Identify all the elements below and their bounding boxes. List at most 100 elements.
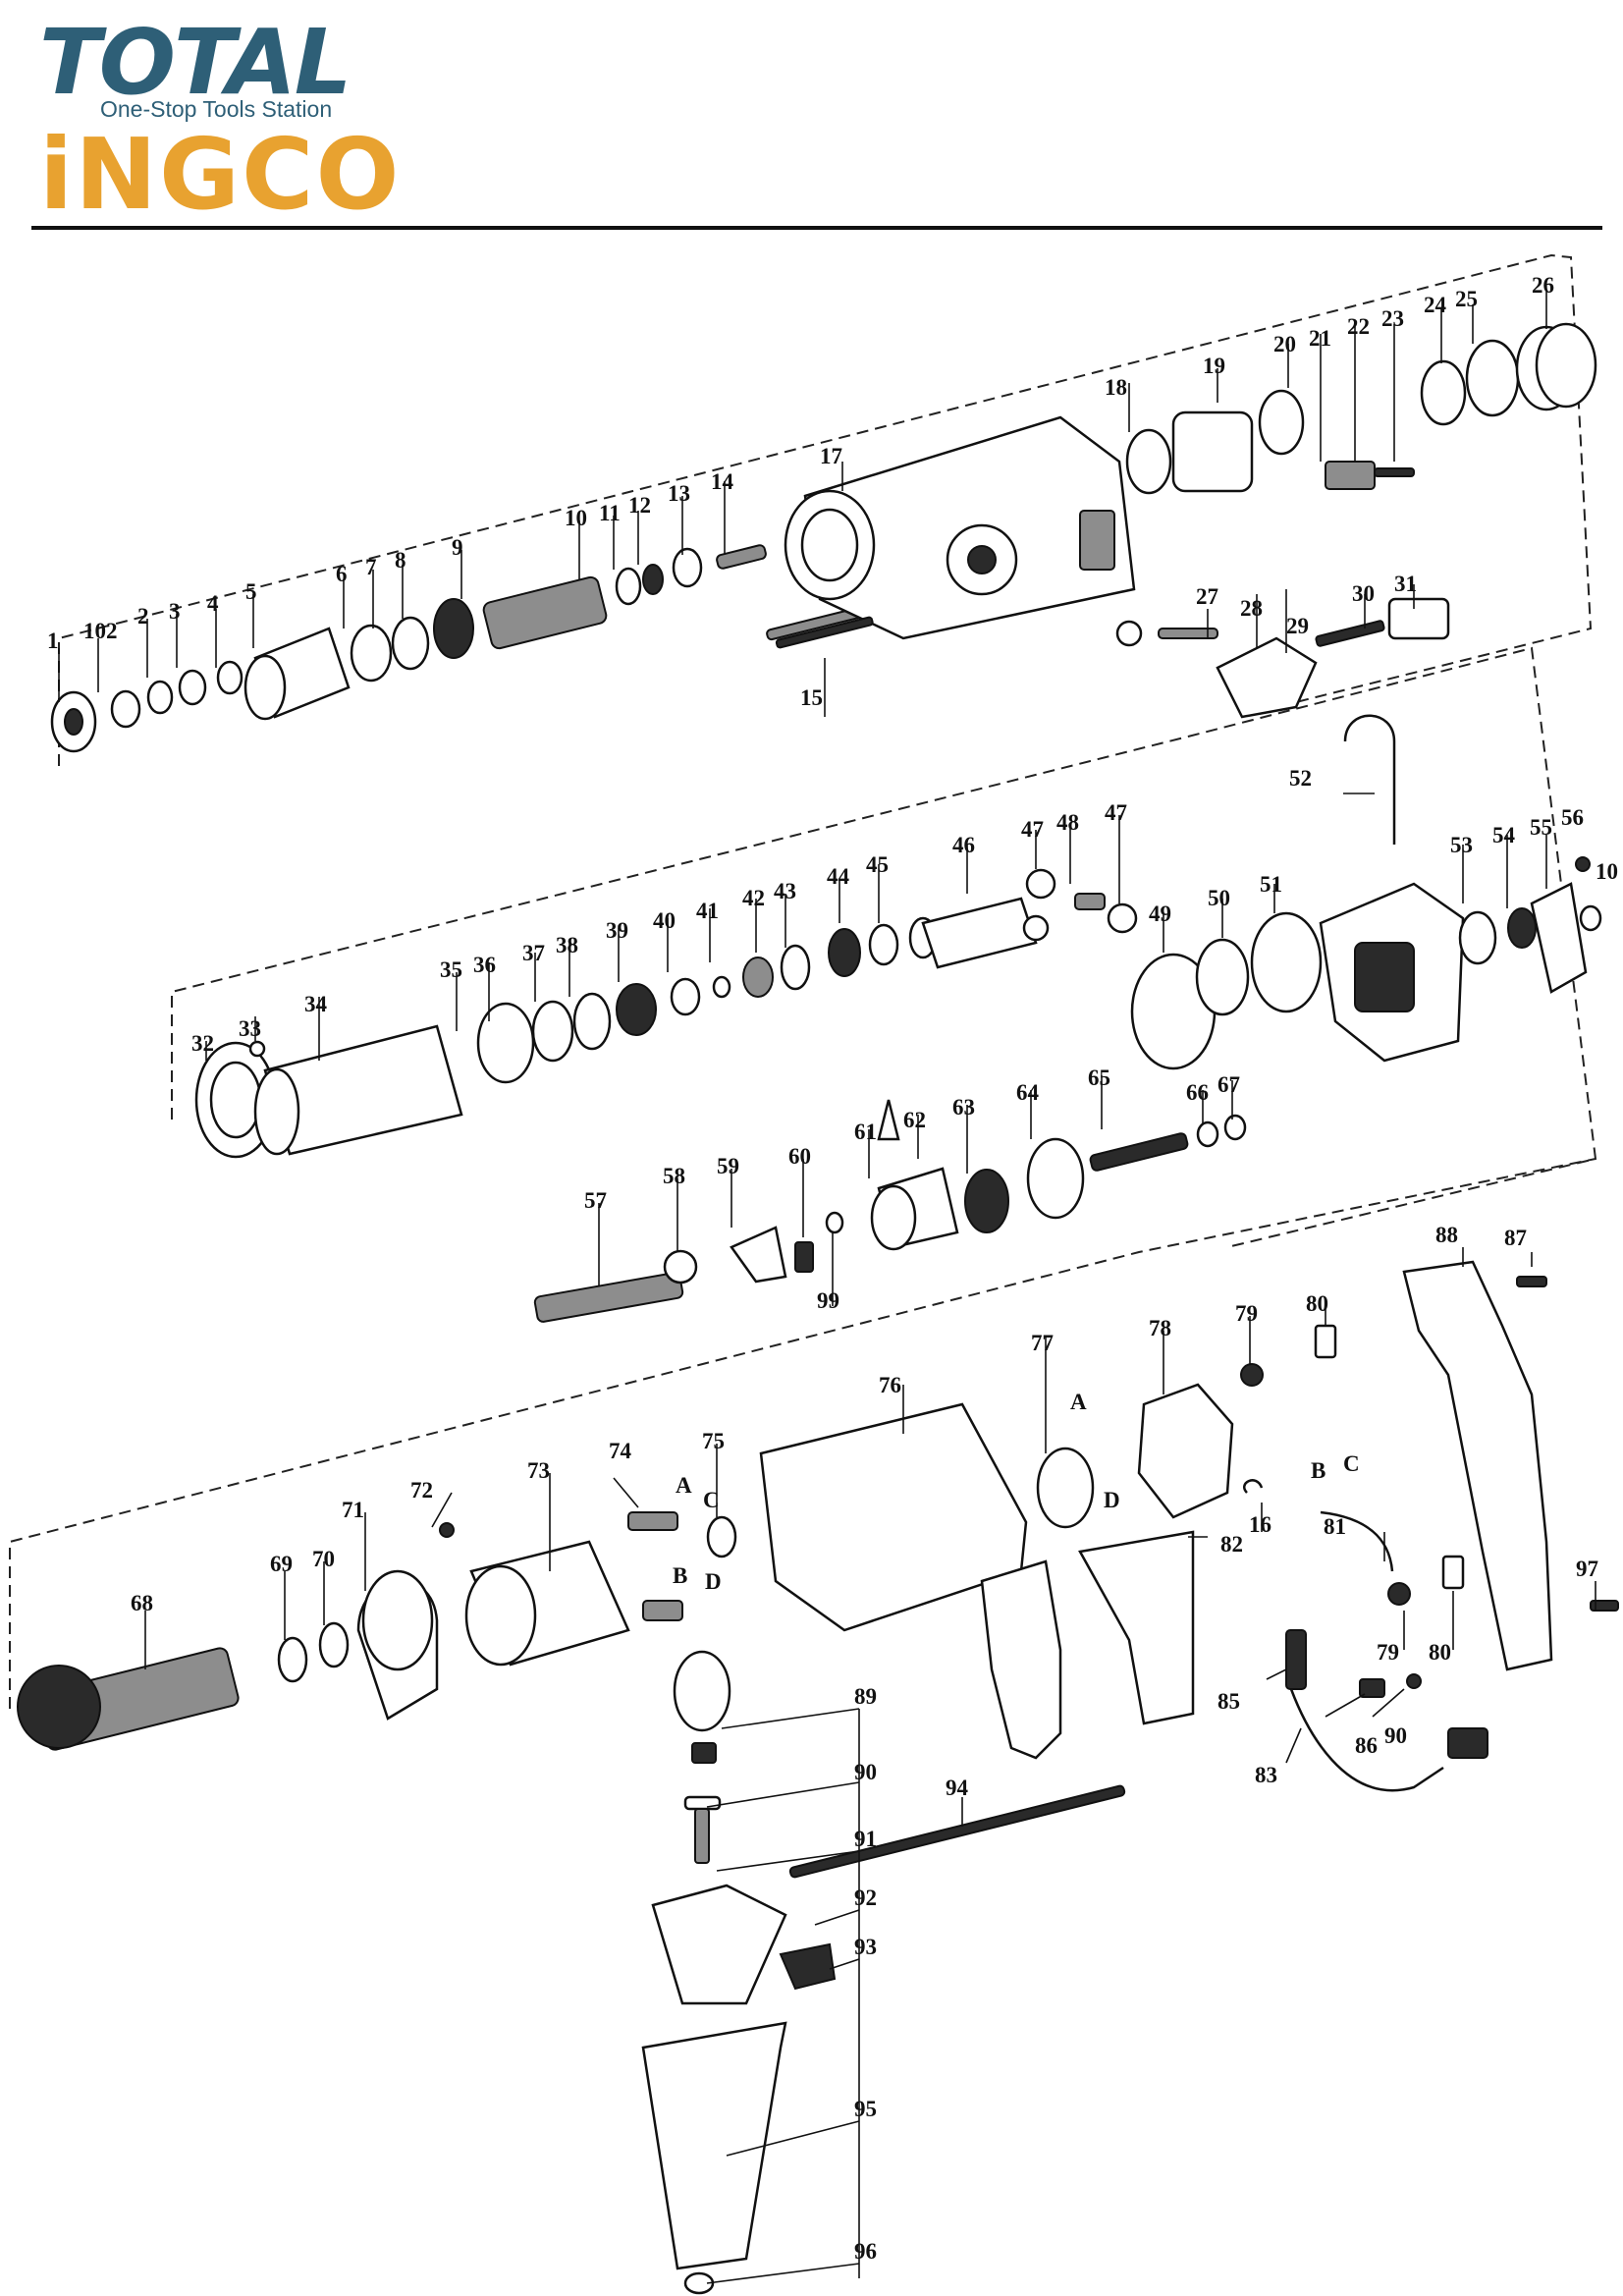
part-label: 21 xyxy=(1309,326,1331,351)
part-label: 67 xyxy=(1217,1072,1240,1097)
part-label: 24 xyxy=(1424,293,1447,317)
part-label: 89 xyxy=(854,1684,877,1709)
part-label: 69 xyxy=(270,1552,293,1576)
part-label: 59 xyxy=(717,1154,739,1178)
leader-lines xyxy=(58,290,1596,2284)
part-label: 85 xyxy=(1217,1689,1240,1714)
part-label: 66 xyxy=(1186,1080,1209,1105)
total-logo: TOTAL One-Stop Tools Station xyxy=(39,18,373,126)
part-labels: 1 102 2 3 4 5 6 7 8 9 10 11 12 13 14 15 … xyxy=(47,273,1618,2264)
part-label: 81 xyxy=(1324,1514,1346,1539)
part-label: 58 xyxy=(663,1164,685,1188)
group3-gear-parts xyxy=(533,1099,1247,1323)
part-label: 37 xyxy=(522,941,545,965)
part-label: 13 xyxy=(668,481,690,506)
part-label: 29 xyxy=(1286,614,1309,638)
part-label: 25 xyxy=(1455,287,1478,311)
part-label: 61 xyxy=(854,1120,877,1144)
part-label: 57 xyxy=(584,1188,607,1213)
part-label: 64 xyxy=(1016,1080,1040,1105)
part-label: 46 xyxy=(952,833,975,857)
part-label: 51 xyxy=(1260,872,1282,897)
part-label: 56 xyxy=(1561,805,1584,830)
part-label: C xyxy=(703,1488,720,1512)
part-label: B xyxy=(673,1563,687,1588)
part-label: 26 xyxy=(1532,273,1554,298)
part-label: D xyxy=(1104,1488,1120,1512)
header-divider xyxy=(31,226,1602,230)
part-label: 95 xyxy=(854,2097,877,2121)
part-label: 87 xyxy=(1504,1226,1527,1250)
front-chuck-assembly xyxy=(50,544,864,753)
part-label: 27 xyxy=(1196,584,1218,609)
part-label: 97 xyxy=(1576,1557,1598,1581)
part-label: 53 xyxy=(1450,833,1473,857)
part-label: 10 xyxy=(1596,859,1618,884)
part-label: 50 xyxy=(1208,886,1230,910)
part-label: 33 xyxy=(239,1016,261,1041)
part-label: 44 xyxy=(827,864,850,889)
part-label: 11 xyxy=(599,501,621,525)
side-handle-parts xyxy=(641,1650,1126,2295)
rear-housing-parts xyxy=(775,322,1597,719)
part-label: 35 xyxy=(440,957,462,982)
boundary-group-2 xyxy=(171,646,1597,1248)
part-label: 12 xyxy=(628,493,651,518)
part-label: 68 xyxy=(131,1591,153,1615)
part-label: 8 xyxy=(395,548,406,573)
part-label: 22 xyxy=(1347,314,1370,339)
part-label: 65 xyxy=(1088,1066,1110,1090)
part-label: 10 xyxy=(565,506,587,530)
part-label: 54 xyxy=(1492,823,1516,847)
part-label: B xyxy=(1311,1458,1325,1483)
part-label: A xyxy=(676,1473,692,1498)
part-label: 88 xyxy=(1435,1223,1458,1247)
part-label: 79 xyxy=(1377,1640,1399,1665)
total-logo-tagline: One-Stop Tools Station xyxy=(100,96,333,122)
boundary-group-1 xyxy=(58,253,1593,766)
part-label: 70 xyxy=(312,1547,335,1571)
part-label: 94 xyxy=(946,1776,969,1800)
part-label: 79 xyxy=(1235,1301,1258,1326)
part-label: A xyxy=(1070,1390,1087,1414)
part-label: 55 xyxy=(1530,815,1552,840)
part-label: 52 xyxy=(1289,766,1312,791)
part-label: 93 xyxy=(854,1935,877,1959)
part-label: 47 xyxy=(1021,817,1044,842)
part-label: 82 xyxy=(1220,1532,1243,1557)
part-label: 39 xyxy=(606,918,628,943)
part-label: 63 xyxy=(952,1095,975,1120)
part-label: 16 xyxy=(1249,1512,1271,1537)
part-label: 73 xyxy=(527,1458,550,1483)
part-label: 78 xyxy=(1149,1316,1171,1340)
part-label: 23 xyxy=(1381,306,1404,331)
part-label: 80 xyxy=(1429,1640,1451,1665)
part-label: 41 xyxy=(696,899,719,923)
part-label: D xyxy=(705,1569,722,1594)
part-label: 5 xyxy=(245,579,257,604)
part-label: 49 xyxy=(1149,902,1171,926)
part-label: 6 xyxy=(336,562,348,586)
part-label: 38 xyxy=(556,933,578,957)
part-label: 45 xyxy=(866,852,889,877)
part-label: 4 xyxy=(207,591,219,616)
part-label: 96 xyxy=(854,2239,877,2264)
part-label: 47 xyxy=(1105,800,1127,825)
part-label: 19 xyxy=(1203,354,1225,378)
gear-housing xyxy=(784,415,1136,640)
part-label: 20 xyxy=(1273,332,1296,356)
part-label: 32 xyxy=(191,1031,214,1056)
part-label: C xyxy=(1343,1451,1360,1476)
part-label: 76 xyxy=(879,1373,901,1397)
part-label: 31 xyxy=(1394,572,1417,596)
part-label: 72 xyxy=(410,1478,433,1503)
part-label: 42 xyxy=(742,886,765,910)
group2-parts xyxy=(194,714,1602,1159)
part-label: 43 xyxy=(774,879,796,903)
part-label: 92 xyxy=(854,1886,877,1910)
part-label: 74 xyxy=(609,1439,632,1463)
part-label: 48 xyxy=(1056,810,1079,835)
group4-motor-parts xyxy=(17,1260,1619,1792)
part-label: 102 xyxy=(83,619,118,643)
part-label: 7 xyxy=(365,555,377,579)
